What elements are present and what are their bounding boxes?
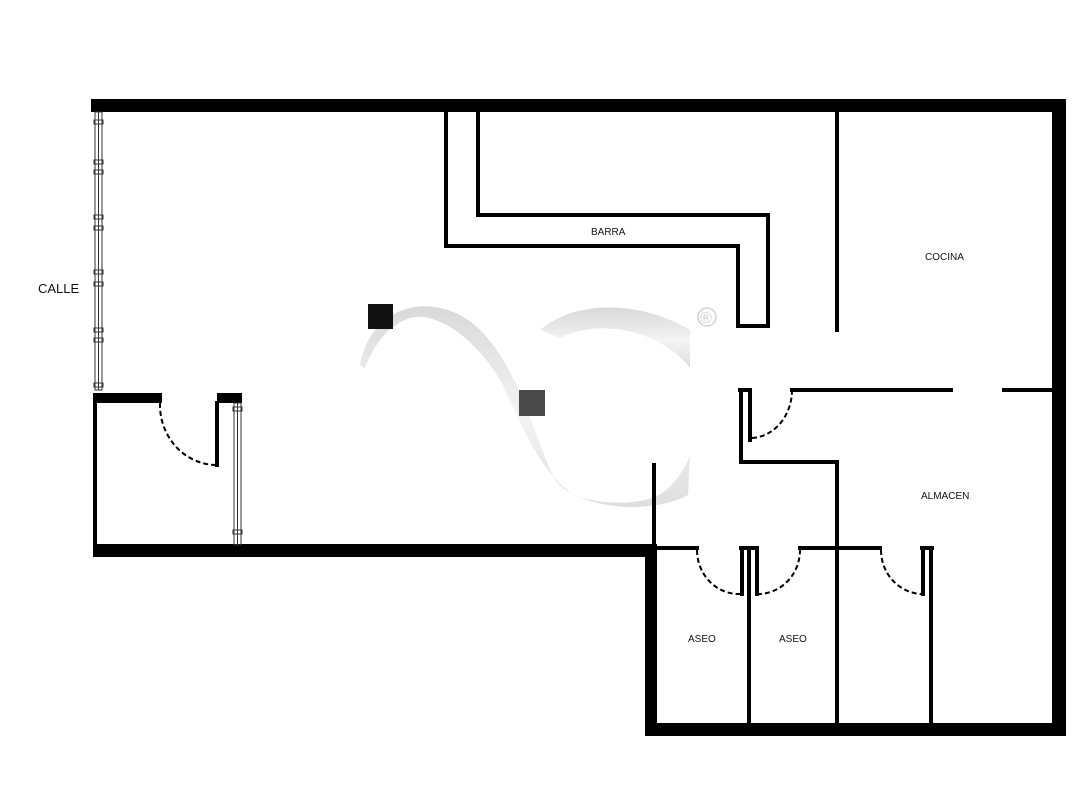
- registered-mark: ®: [700, 310, 712, 327]
- vestibule-glazing: [232, 402, 243, 546]
- kitchen-label: COCINA: [925, 252, 964, 263]
- door-swings: [158, 389, 924, 596]
- outer-walls: [91, 99, 1066, 736]
- bar-label: BARRA: [591, 227, 626, 238]
- storage-label: ALMACEN: [921, 491, 969, 502]
- door-swing-aseo-2: [756, 549, 801, 596]
- toilet-label-2: ASEO: [779, 634, 807, 645]
- door-swing-aseo-1: [695, 549, 742, 596]
- column: [368, 304, 393, 329]
- registered-mark-circle: [697, 307, 717, 327]
- toilet-label-1: ASEO: [688, 634, 716, 645]
- storefront-window: [93, 111, 104, 391]
- door-swing-kitchen: [751, 389, 794, 439]
- street-label: CALLE: [38, 281, 80, 296]
- door-swing-almacen: [880, 549, 924, 595]
- column: [519, 390, 545, 416]
- interior-walls: [93, 110, 1054, 725]
- door-swing-entrance: [158, 402, 216, 466]
